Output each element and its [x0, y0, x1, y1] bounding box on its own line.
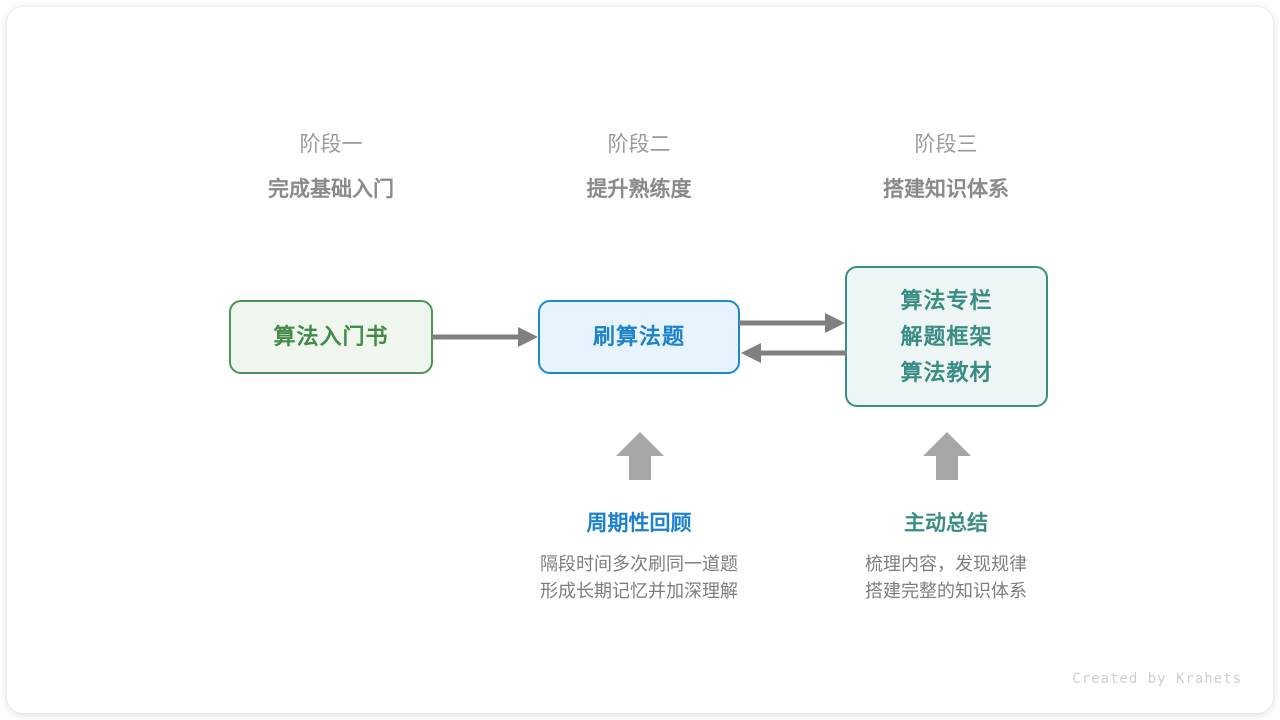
annotation-summary-desc-line-2: 搭建完整的知识体系: [865, 581, 1027, 601]
node-book-line-1: 算法入门书: [273, 324, 389, 349]
annotation-summary-desc-line-1: 梳理内容，发现规律: [865, 554, 1027, 574]
annotation-summary: 主动总结 梳理内容，发现规律 搭建完整的知识体系: [796, 510, 1096, 605]
arrow-book-to-practice: [432, 327, 538, 347]
annotation-summary-title: 主动总结: [904, 512, 988, 535]
arrow-practice-to-resources: [739, 313, 845, 333]
node-box-practice[interactable]: 刷算法题: [538, 300, 740, 374]
stage-header-3: 阶段三 搭建知识体系: [816, 131, 1076, 204]
stage-3-number: 阶段三: [914, 133, 978, 156]
node-box-book[interactable]: 算法入门书: [229, 300, 433, 374]
stage-header-1: 阶段一 完成基础入门: [201, 131, 461, 204]
arrow-up-summary: [923, 432, 971, 480]
annotation-review-desc-line-1: 隔段时间多次刷同一道题: [540, 554, 738, 574]
stage-2-title: 提升熟练度: [586, 178, 692, 201]
credit-label: Created by Krahets: [1072, 671, 1242, 687]
stage-1-title: 完成基础入门: [268, 178, 394, 201]
node-resources-line-3: 算法教材: [900, 359, 993, 385]
stage-header-2: 阶段二 提升熟练度: [509, 131, 769, 204]
annotation-review-desc-line-2: 形成长期记忆并加深理解: [540, 581, 738, 601]
node-resources-line-1: 算法专栏: [900, 287, 993, 313]
node-box-resources[interactable]: 算法专栏 解题框架 算法教材: [845, 266, 1048, 407]
node-resources-line-2: 解题框架: [900, 323, 993, 349]
node-practice-line-1: 刷算法题: [592, 324, 685, 349]
annotation-review: 周期性回顾 隔段时间多次刷同一道题 形成长期记忆并加深理解: [489, 510, 789, 605]
stage-2-number: 阶段二: [607, 133, 671, 156]
stage-1-number: 阶段一: [299, 133, 363, 156]
annotation-review-title: 周期性回顾: [586, 512, 692, 535]
arrow-up-review: [616, 432, 664, 480]
stage-3-title: 搭建知识体系: [883, 178, 1009, 201]
arrow-resources-to-practice: [741, 343, 847, 363]
